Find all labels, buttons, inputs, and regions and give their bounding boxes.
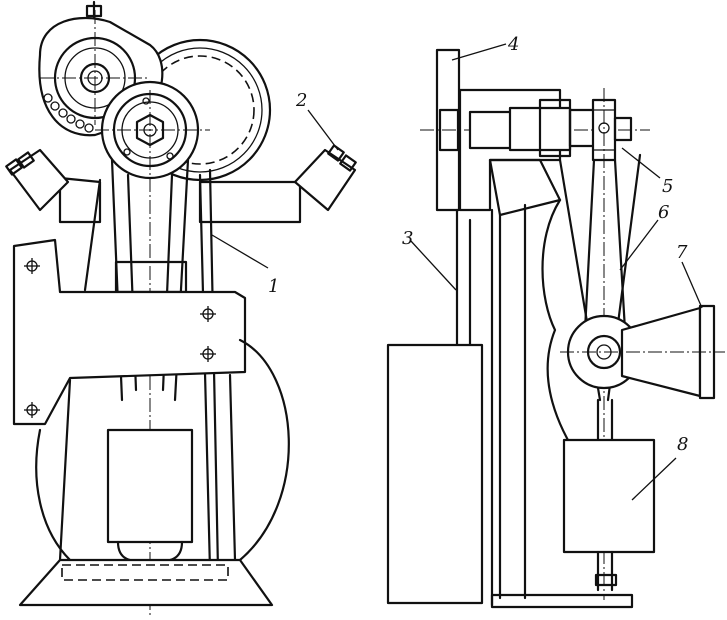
callout-7: 7	[676, 242, 688, 263]
weight-block	[106, 428, 194, 564]
shaft-housing	[458, 88, 596, 217]
leader-6	[619, 219, 659, 271]
left-column	[58, 378, 72, 562]
side-column	[490, 203, 634, 609]
leader-4	[451, 43, 507, 61]
callout-4: 4	[507, 34, 519, 55]
leader-7	[681, 261, 703, 309]
callout-1: 1	[268, 276, 279, 297]
callout-8: 8	[677, 434, 688, 455]
leader-2	[307, 109, 339, 151]
ball-chain	[43, 93, 94, 133]
callout-5: 5	[662, 176, 673, 197]
side-view: 4 3 5 6 7 8	[386, 34, 725, 609]
side-connecting-rod	[558, 153, 642, 442]
front-view: 1 2	[5, 0, 357, 615]
rod-nut	[594, 573, 618, 587]
left-roller-guide	[5, 148, 70, 212]
base	[18, 558, 274, 607]
callout-2: 2	[295, 90, 307, 111]
cross-beam	[5, 144, 357, 224]
lower-flywheel-arc	[238, 338, 290, 562]
right-column	[228, 373, 237, 562]
leader-5	[621, 147, 661, 179]
lower-left-arc	[35, 428, 72, 562]
leader-8	[631, 457, 677, 501]
right-roller-guide	[293, 144, 357, 212]
side-flywheel-arc	[541, 198, 582, 462]
callout-6: 6	[658, 202, 669, 223]
mounting-plate	[12, 238, 247, 426]
drive-rod	[386, 208, 484, 605]
leader-1	[211, 234, 269, 269]
leader-3	[409, 239, 457, 291]
guide-arm	[560, 304, 725, 400]
callout-3: 3	[402, 228, 413, 249]
side-weight-block	[562, 438, 656, 554]
